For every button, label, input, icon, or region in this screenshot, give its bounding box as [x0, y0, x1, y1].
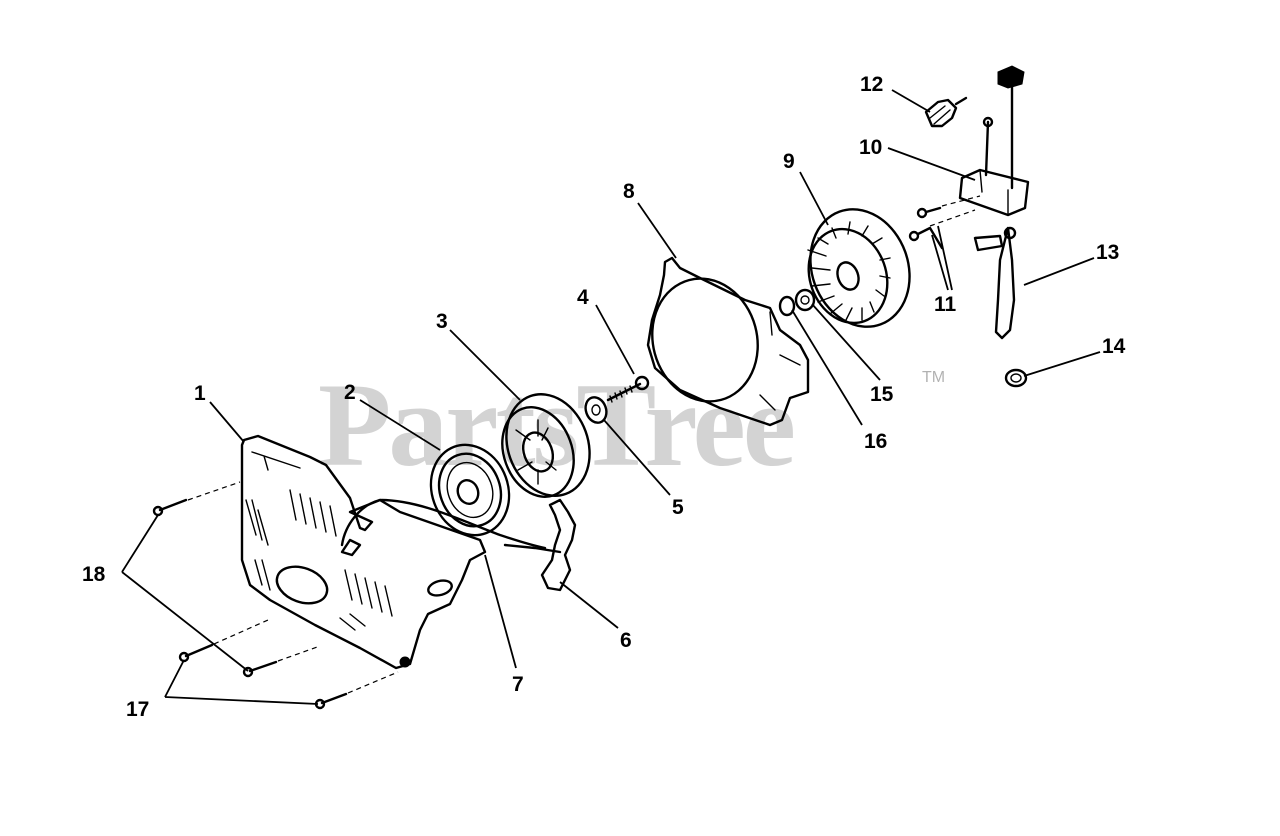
alignment-lines — [187, 195, 981, 694]
part-12-spark-plug[interactable] — [924, 96, 968, 128]
callout-13[interactable]: 13 — [1096, 241, 1119, 264]
callout-18[interactable]: 18 — [82, 563, 106, 586]
callout-labels: 1 2 3 4 5 6 7 8 9 10 11 12 13 14 15 16 1… — [82, 73, 1126, 721]
callout-3[interactable]: 3 — [436, 310, 448, 333]
part-13-ignition-lead[interactable] — [973, 226, 1017, 340]
callout-11[interactable]: 11 — [934, 293, 957, 316]
part-7-starter-rope[interactable] — [340, 498, 547, 557]
part-8-blower-housing[interactable] — [639, 256, 810, 427]
watermark-trademark: TM — [922, 369, 945, 386]
callout-5[interactable]: 5 — [672, 496, 684, 519]
callout-2[interactable]: 2 — [344, 381, 356, 404]
callout-16[interactable]: 16 — [864, 430, 887, 453]
part-14-terminal-nut[interactable] — [1004, 368, 1028, 388]
part-9-flywheel[interactable] — [794, 195, 925, 341]
part-15-nut[interactable] — [794, 288, 816, 312]
callout-9[interactable]: 9 — [783, 150, 795, 173]
part-5-washer[interactable] — [582, 394, 610, 425]
part-1-starter-housing[interactable] — [240, 434, 487, 670]
leader-lines — [121, 89, 1101, 705]
part-4-screw[interactable] — [606, 375, 650, 403]
callout-8[interactable]: 8 — [623, 180, 635, 203]
callout-7[interactable]: 7 — [512, 673, 524, 696]
watermark-text: PartsTree — [318, 358, 794, 491]
callout-10[interactable]: 10 — [859, 136, 882, 159]
part-3-starter-pulley[interactable] — [490, 382, 603, 507]
callout-6[interactable]: 6 — [620, 629, 632, 652]
callout-15[interactable]: 15 — [870, 383, 894, 406]
part-2-rewind-spring[interactable] — [419, 434, 522, 546]
callout-14[interactable]: 14 — [1102, 335, 1126, 358]
part-10-ignition-module[interactable] — [958, 65, 1030, 217]
callout-1[interactable]: 1 — [194, 382, 206, 405]
callout-12[interactable]: 12 — [860, 73, 883, 96]
part-16-washer[interactable] — [778, 295, 796, 317]
part-11-screws[interactable] — [908, 206, 944, 250]
part-18-screws[interactable] — [152, 498, 278, 678]
callout-4[interactable]: 4 — [577, 286, 589, 309]
callout-17[interactable]: 17 — [126, 698, 149, 721]
part-6-starter-handle[interactable] — [503, 498, 577, 592]
